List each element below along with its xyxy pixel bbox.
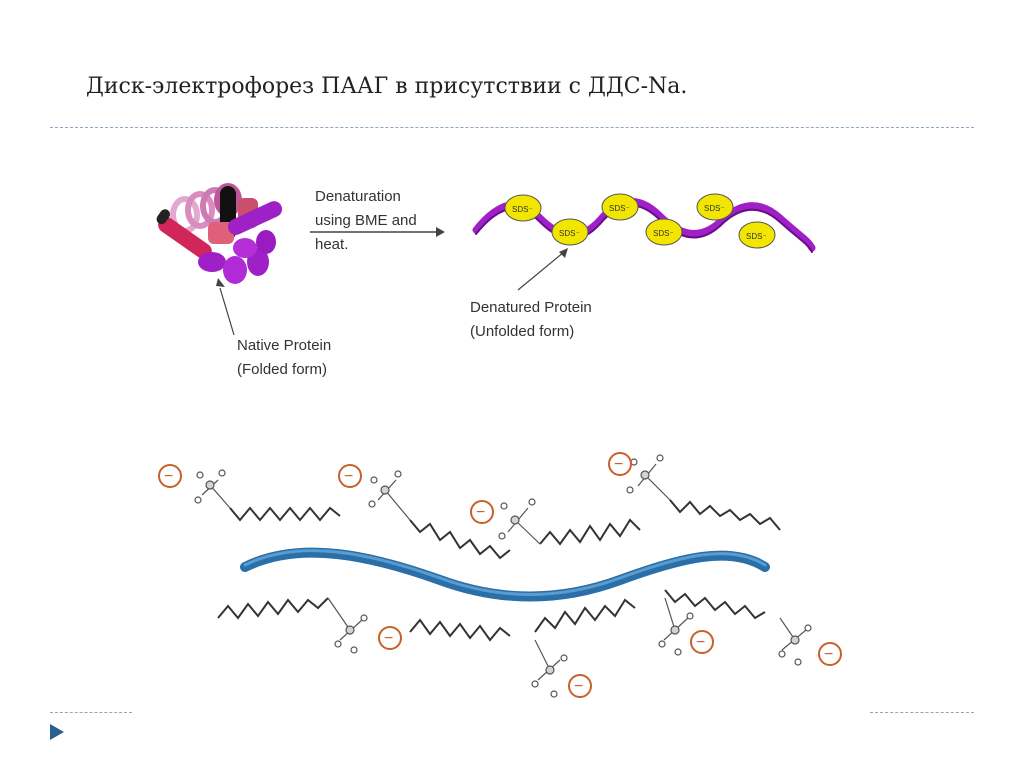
sds-tails	[217, 499, 781, 642]
native-protein-image	[156, 183, 283, 284]
sulfate-group	[778, 617, 812, 666]
sulfate-group	[531, 639, 568, 698]
title-divider	[50, 127, 974, 128]
svg-text:−: −	[696, 634, 705, 651]
negative-charge-icon: −	[608, 452, 632, 476]
svg-text:−: −	[476, 504, 485, 521]
sds-molecule: SDS⁻	[551, 218, 589, 246]
native-label-line2: (Folded form)	[237, 361, 327, 378]
denatured-label-line1: Denatured Protein	[470, 299, 592, 316]
sds-molecule: SDS⁻	[645, 218, 683, 246]
negative-charge-icon: −	[470, 500, 494, 524]
sulfate-group	[626, 454, 671, 501]
svg-text:−: −	[614, 456, 623, 473]
svg-text:−: −	[824, 646, 833, 663]
svg-text:SDS⁻: SDS⁻	[512, 205, 533, 214]
denaturation-diagram: Denaturation using BME and heat. Native …	[156, 183, 816, 378]
sulfate-group	[327, 597, 368, 654]
denaturation-label-line3: heat.	[315, 236, 348, 253]
footer-divider-right	[870, 712, 974, 713]
footer-divider-left	[50, 712, 132, 713]
negative-charge-icon: −	[568, 674, 592, 698]
next-slide-icon[interactable]	[48, 722, 66, 742]
negative-charge-icon: −	[338, 464, 362, 488]
negative-charge-icon: −	[818, 642, 842, 666]
sds-molecule: SDS⁻	[696, 193, 734, 221]
slide-title: Диск-электрофорез ПААГ в присутствии с Д…	[86, 74, 688, 99]
denaturation-label-line1: Denaturation	[315, 188, 401, 205]
negative-charge-icon: −	[378, 626, 402, 650]
sds-molecule: SDS⁻	[738, 221, 776, 249]
sds-molecule: SDS⁻	[504, 194, 542, 222]
sds-binding-diagram: − − − − − − − −	[158, 452, 842, 698]
svg-text:SDS⁻: SDS⁻	[609, 204, 630, 213]
svg-text:SDS⁻: SDS⁻	[746, 232, 767, 241]
sulfate-group	[194, 469, 231, 509]
svg-text:SDS⁻: SDS⁻	[704, 204, 725, 213]
svg-text:−: −	[164, 468, 173, 485]
denaturation-label-line2: using BME and	[315, 212, 417, 229]
sulfate-group	[658, 597, 694, 656]
svg-text:−: −	[384, 630, 393, 647]
svg-text:SDS⁻: SDS⁻	[559, 229, 580, 238]
svg-text:−: −	[574, 678, 583, 695]
sulfate-group	[498, 498, 541, 545]
svg-text:−: −	[344, 468, 353, 485]
svg-text:SDS⁻: SDS⁻	[653, 229, 674, 238]
negative-charge-icon: −	[158, 464, 182, 488]
sds-molecule: SDS⁻	[601, 193, 639, 221]
denatured-label-line2: (Unfolded form)	[470, 323, 574, 340]
negative-charge-icon: −	[690, 630, 714, 654]
native-label-line1: Native Protein	[237, 337, 331, 354]
sulfate-group	[368, 470, 411, 521]
protein-chain	[240, 547, 770, 602]
